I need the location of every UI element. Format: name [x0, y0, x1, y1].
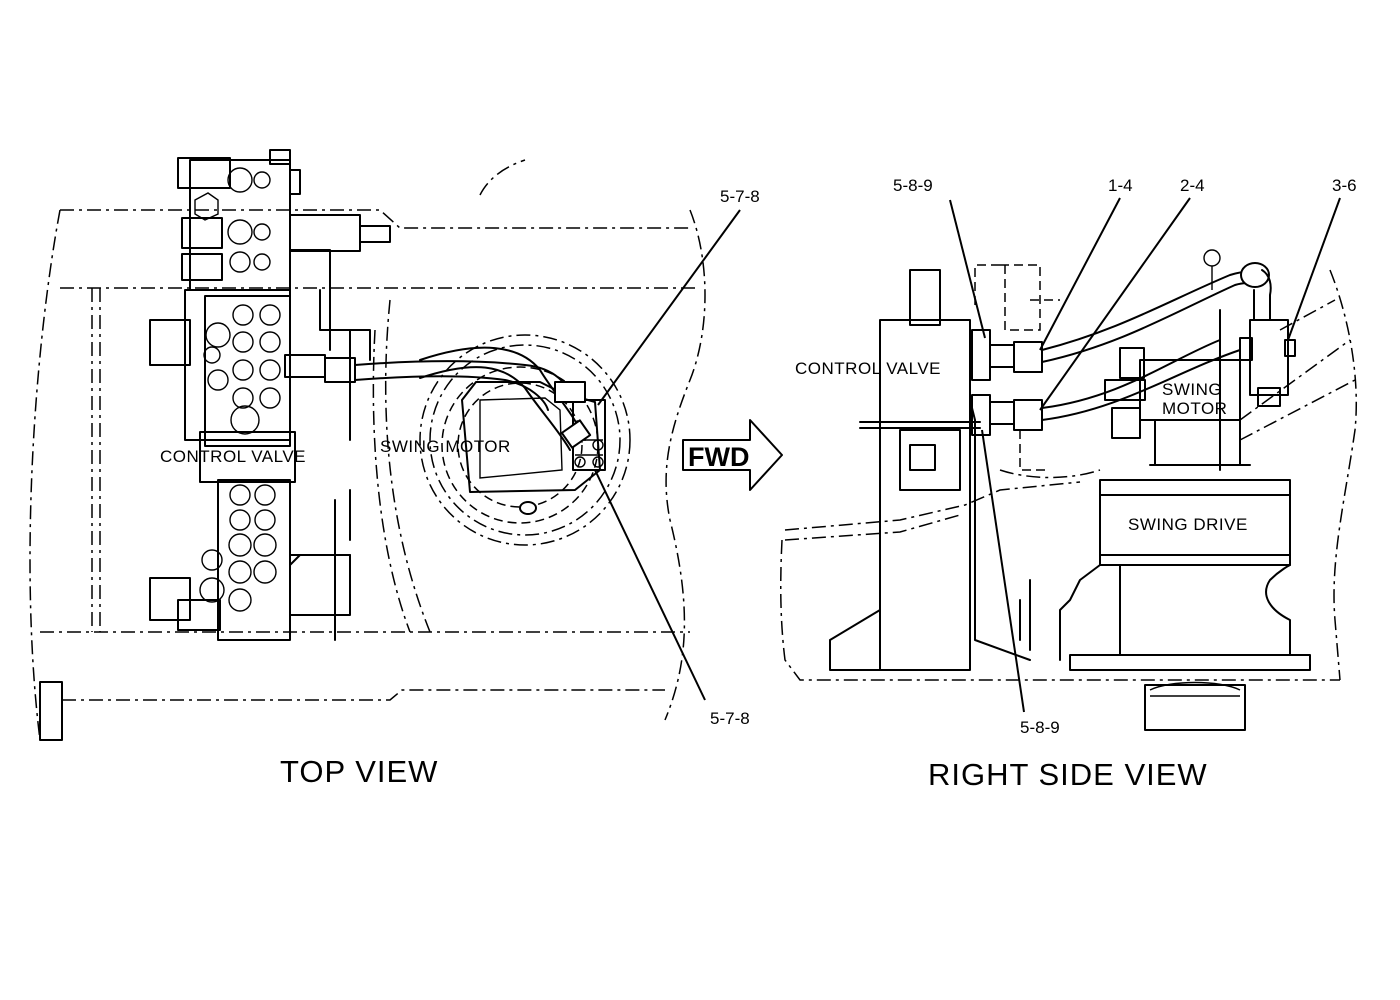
side-callout-c1: 5-8-9	[893, 176, 933, 195]
top-callout-lower: 5-7-8	[710, 709, 750, 728]
side-label-swing-drive: SWING DRIVE	[1128, 515, 1248, 534]
side-label-control-valve: CONTROL VALVE	[795, 359, 941, 378]
top-view: CONTROL VALVE SWING MOTOR 5-7-8 5-7-8 TO…	[29, 149, 760, 789]
side-callout-c3: 2-4	[1180, 176, 1205, 195]
fwd-arrow-label: FWD	[688, 442, 749, 472]
top-callout-lower-leader	[594, 469, 706, 701]
side-callout-c5-leader	[981, 429, 1025, 713]
top-view-title: TOP VIEW	[280, 754, 438, 789]
side-swing-motor-hoses	[1041, 249, 1272, 421]
right-side-view: CONTROL VALVE SWING MOTOR SWING DRIVE 5-…	[780, 176, 1358, 792]
top-view-frame	[29, 159, 706, 741]
side-label-swing-motor-line2: MOTOR	[1162, 399, 1227, 418]
side-label-swing-motor-line1: SWING	[1162, 380, 1222, 399]
side-callout-c5: 5-8-9	[1020, 718, 1060, 737]
side-view-frame	[780, 269, 1358, 681]
top-swing-motor-housing	[419, 334, 631, 546]
side-callout-c4: 3-6	[1332, 176, 1357, 195]
fwd-arrow: FWD	[682, 419, 783, 491]
side-callout-c2-leader	[1039, 197, 1121, 351]
side-swing-motor	[1104, 309, 1296, 471]
side-view-title: RIGHT SIDE VIEW	[928, 757, 1208, 792]
side-swing-drive	[1059, 479, 1311, 731]
fwd-arrow-icon	[682, 419, 783, 491]
top-callout-upper: 5-7-8	[720, 187, 760, 206]
top-label-swing-motor: SWING MOTOR	[380, 437, 511, 456]
side-control-valve-body	[829, 264, 1060, 671]
side-callout-c4-leader	[1287, 197, 1341, 341]
top-swing-motor-hoses	[354, 346, 592, 451]
top-control-valve-body	[149, 149, 391, 641]
top-label-control-valve: CONTROL VALVE	[160, 447, 306, 466]
top-callout-upper-leader	[597, 209, 741, 406]
frame-corner-block	[39, 681, 63, 741]
side-callout-c2: 1-4	[1108, 176, 1133, 195]
side-callout-c1-leader	[949, 199, 986, 339]
side-callout-c3-leader	[1039, 197, 1191, 411]
